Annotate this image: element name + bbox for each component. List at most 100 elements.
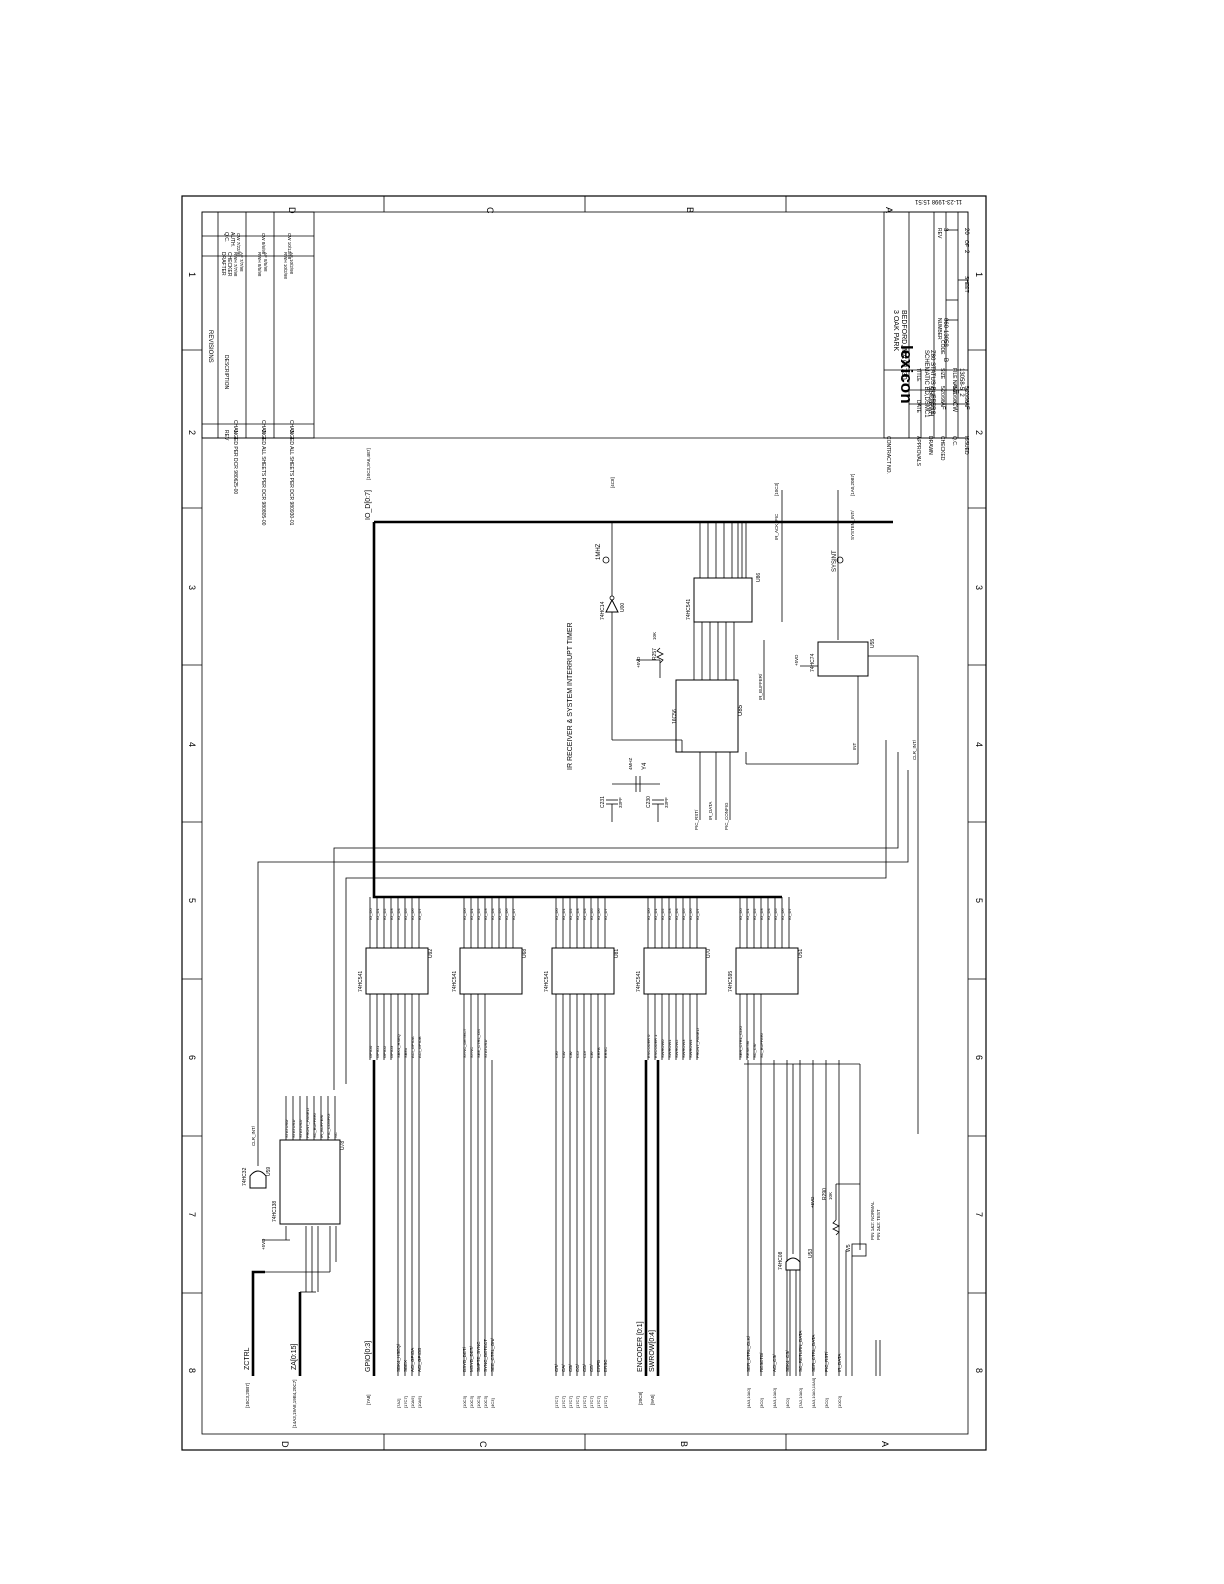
a-signal-label: PIC_RST/ bbox=[824, 1351, 829, 1372]
io-line-label: IO_D7 bbox=[511, 908, 516, 920]
int-signal: INT bbox=[852, 743, 857, 751]
u92-input-label: GPIO3 bbox=[389, 1045, 394, 1058]
rev-3-num: 3 bbox=[288, 430, 294, 433]
zone-right-8: 8 bbox=[974, 1368, 984, 1373]
u68-input-label: STATUS1/ bbox=[483, 1039, 488, 1058]
io-line-label: IO_D0 bbox=[646, 908, 651, 920]
qc-label: Q.C. bbox=[951, 436, 957, 446]
zone-right-5: 5 bbox=[974, 898, 984, 903]
c230-value: 33PF bbox=[664, 797, 669, 808]
u81-ref: U81 bbox=[614, 949, 620, 958]
zone-ticks bbox=[182, 196, 986, 1450]
c-signal-ref: [10C3] bbox=[462, 1396, 467, 1408]
io-line-label: IO_D1 bbox=[653, 908, 658, 920]
rev-3-qc: CW 10/13/98 bbox=[287, 233, 292, 260]
zone-right-7: 7 bbox=[974, 1212, 984, 1217]
d-signal-label: ACI_GPIOB bbox=[417, 1348, 422, 1372]
rev-col-header: REV bbox=[223, 430, 229, 441]
ir-buffer-signal: IR_BUFFER/ bbox=[758, 673, 763, 700]
r257-value: 10K bbox=[652, 632, 657, 640]
w5-note-1: PIN 1&2: NORMAL bbox=[870, 1201, 875, 1240]
a-signal-label: ACI_CS/ bbox=[772, 1354, 777, 1372]
b-signal-label: CR/ bbox=[554, 1364, 559, 1372]
u78-output-label: FRONT_PANEL/ bbox=[305, 1107, 310, 1138]
a-signal-ref: [4A3,10A0] bbox=[746, 1388, 751, 1408]
date-label: DATE bbox=[915, 400, 921, 414]
u92-input-label: ACI_GPIOA bbox=[410, 1036, 415, 1058]
zone-numbers: 1 2 3 4 5 6 7 8 1 2 3 4 5 6 7 8 bbox=[187, 272, 984, 1373]
a-signal-ref: [7A2,10A0] bbox=[798, 1388, 803, 1408]
u78-output-label: STATUS1/ bbox=[291, 1119, 296, 1138]
u81-input-label: CD/ bbox=[582, 1050, 587, 1058]
drawn-label: DRAWN bbox=[927, 436, 933, 455]
c-signal-label: BSYD_DET/ bbox=[462, 1346, 467, 1372]
u55-supply: +5VD bbox=[794, 654, 799, 666]
io-line-label: IO_D5 bbox=[497, 908, 502, 920]
u51-input-label: SC_BUFFER/ bbox=[759, 1032, 764, 1058]
io-line-label: IO_D6 bbox=[688, 908, 693, 920]
io-line-label: IO_D0 bbox=[462, 908, 467, 920]
io-bus-label: IO_D[0:7] bbox=[365, 490, 372, 520]
u70-input-label: SWROW4 bbox=[688, 1039, 693, 1058]
b-signal-label: CA/ bbox=[561, 1364, 566, 1372]
r290-supply: +5VD bbox=[810, 1196, 815, 1208]
chip-u81: 74HC541 U81 bbox=[544, 947, 620, 995]
address-line-2: BEDFORD, MA 01730 bbox=[900, 310, 907, 380]
u51-part: 74HC595 bbox=[728, 971, 734, 992]
chip-u68: 74HC541 U68 bbox=[452, 947, 528, 995]
number-value: 060-13058 bbox=[942, 318, 948, 347]
d-signal-ref: [10A9] bbox=[417, 1396, 422, 1408]
u78-output-label: STATUS0/ bbox=[284, 1119, 289, 1138]
outer-border bbox=[181, 195, 987, 1451]
io-line-label: IO_D3 bbox=[575, 908, 580, 920]
zone-right-4: 4 bbox=[974, 742, 984, 747]
u00-ref: U00 bbox=[620, 603, 626, 612]
title-label: TITLE bbox=[915, 368, 921, 382]
u81-input-label: ERFB bbox=[596, 1047, 601, 1058]
u92-input-label: SBK4_HSEQ bbox=[396, 1034, 401, 1058]
u78-output-lines bbox=[285, 1096, 336, 1140]
io-line-label: IO_D4 bbox=[490, 908, 495, 920]
u55-part: 74HC74 bbox=[810, 653, 816, 672]
chip-u53: 74HC08 U53 bbox=[778, 1249, 814, 1271]
sheet-of: OF bbox=[963, 240, 969, 247]
rev-2-desc: CHANGED ALL SHEETS PER DCR 980805-00 bbox=[260, 420, 266, 526]
a-signal-ref: [4A3,10A0] bbox=[772, 1388, 777, 1408]
io-line-label: IO_D5 bbox=[403, 908, 408, 920]
u78-ref: U78 bbox=[340, 1141, 346, 1150]
io-line-label: IO_D4 bbox=[674, 908, 679, 920]
c-signal-label: MSYD_DET/ bbox=[469, 1345, 474, 1372]
io-line-label: IO_D7 bbox=[695, 908, 700, 920]
io-line-label: IO_D6 bbox=[596, 908, 601, 920]
r290-ref: R290 bbox=[822, 1188, 828, 1200]
irack-signal: IR_ACK_PIC bbox=[774, 513, 779, 540]
u78-output-label: NC bbox=[333, 1132, 338, 1138]
u53-ref: U53 bbox=[808, 1249, 814, 1258]
rev-3-drafter: RWH 10/2/98 bbox=[283, 252, 288, 279]
io-line-label: IO_D5 bbox=[773, 908, 778, 920]
io-line-label: IO_D1 bbox=[375, 908, 380, 920]
io-line-label: IO_D0 bbox=[368, 908, 373, 920]
swrow-bus-ref: [9A0] bbox=[650, 1394, 655, 1405]
u81-input-label: CE/ bbox=[589, 1050, 594, 1058]
b-signal-label: CD/ bbox=[582, 1364, 587, 1372]
u51-input-label: SC_CS/ bbox=[752, 1043, 757, 1058]
size-value: B bbox=[942, 358, 948, 362]
auth-col-header: AUTH. bbox=[229, 232, 235, 247]
io-bus-ref: [10C3,3A6,4B7] bbox=[366, 448, 371, 480]
swrow-bus-label: SWROW[0:4] bbox=[649, 1330, 656, 1372]
chip-u59: 74HC32 U59 CLR_INT/ bbox=[242, 1120, 272, 1189]
zone-bot-a: A bbox=[880, 1441, 890, 1447]
c-signal-label: SMPTE_SYNC bbox=[476, 1341, 481, 1372]
zone-top-b: B bbox=[685, 207, 695, 213]
zone-left-8: 8 bbox=[187, 1368, 197, 1373]
desc-col-header: DESCRIPTION bbox=[223, 355, 229, 390]
io-line-label: IO_D3 bbox=[389, 908, 394, 920]
b-signal-label: CB/ bbox=[568, 1364, 573, 1372]
u70-input-label: SWROW3 bbox=[681, 1039, 686, 1058]
c231-value: 33PF bbox=[618, 797, 623, 808]
io-line-label: IO_D6 bbox=[504, 908, 509, 920]
zone-top-c: C bbox=[485, 207, 495, 214]
drafter-col-header: DRAFTER bbox=[220, 252, 226, 276]
